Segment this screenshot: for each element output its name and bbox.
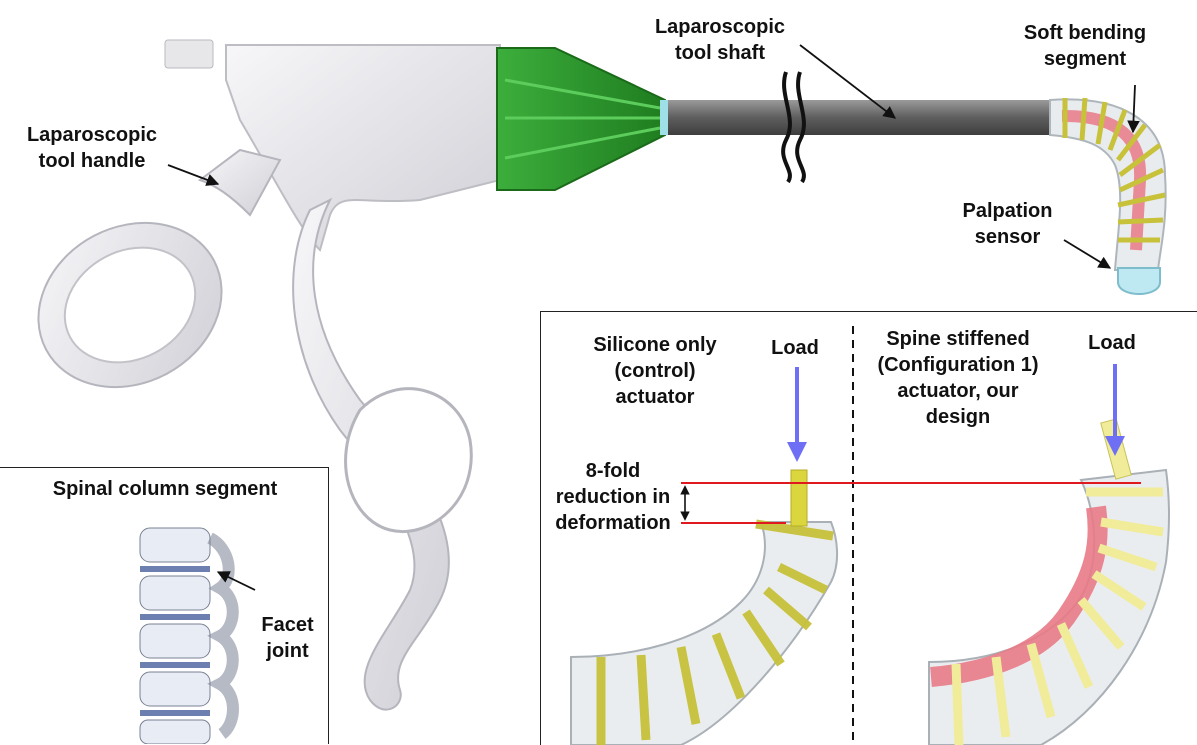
reduction-label: 8-fold reduction in deformation — [543, 458, 683, 536]
bending-label-line-2: segment — [1043, 48, 1127, 70]
bending-label: Soft bending segment — [1010, 20, 1160, 72]
bending-pointer-arrow — [1127, 84, 1140, 134]
handle-pointer-arrow — [167, 164, 220, 186]
palpation-label: Palpation sensor — [945, 198, 1070, 250]
shaft-pointer-arrow — [799, 44, 896, 119]
handle-label: Laparoscopic tool handle — [12, 122, 172, 174]
spinal-column-title: Spinal column segment — [52, 478, 278, 500]
tool-shaft — [668, 71, 1058, 184]
spine-label-line-3: actuator, our — [897, 380, 1019, 402]
bending-label-line-1: Soft bending — [1023, 22, 1147, 44]
reduction-label-line-3: deformation — [555, 512, 671, 534]
spine-actuator-label: Spine stiffened (Configuration 1) actuat… — [858, 326, 1058, 430]
spine-label-line-2: (Configuration 1) — [877, 354, 1039, 376]
spine-stiffened-actuator — [928, 418, 1171, 745]
silicone-actuator — [570, 469, 838, 745]
facet-joint-label: Facet joint — [245, 612, 330, 664]
handle-label-line-1: Laparoscopic — [26, 124, 158, 146]
load-label-right: Load — [1088, 332, 1136, 354]
actuator-comparison-illustration — [570, 326, 1171, 745]
silicone-label-line-2: (control) — [614, 360, 696, 382]
shaft-label-line-1: Laparoscopic — [654, 16, 786, 38]
cone-connector — [496, 47, 668, 191]
spinal-column-panel — [0, 467, 329, 744]
reduction-label-line-2: reduction in — [555, 486, 671, 508]
shaft-label: Laparoscopic tool shaft — [640, 14, 800, 66]
palpation-label-line-1: Palpation — [962, 200, 1053, 222]
load-label-left: Load — [771, 337, 819, 359]
facet-label-line-2: joint — [266, 640, 309, 662]
sensor-pointer-arrow — [1063, 239, 1112, 269]
spine-label-line-1: Spine stiffened — [886, 328, 1030, 350]
shaft-label-line-2: tool shaft — [675, 42, 765, 64]
spine-label-line-4: design — [925, 406, 991, 428]
tool-handle — [37, 39, 501, 711]
actuator-comparison-panel — [540, 311, 1197, 745]
reduction-label-line-1: 8-fold — [585, 460, 641, 482]
spinal-column-illustration — [139, 527, 256, 744]
silicone-label-line-1: Silicone only — [593, 334, 717, 356]
handle-label-line-2: tool handle — [38, 150, 146, 172]
silicone-label-line-3: actuator — [615, 386, 695, 408]
palpation-sensor — [1117, 267, 1161, 295]
silicone-actuator-label: Silicone only (control) actuator — [570, 332, 740, 410]
palpation-label-line-2: sensor — [974, 226, 1041, 248]
facet-label-line-1: Facet — [261, 614, 314, 636]
